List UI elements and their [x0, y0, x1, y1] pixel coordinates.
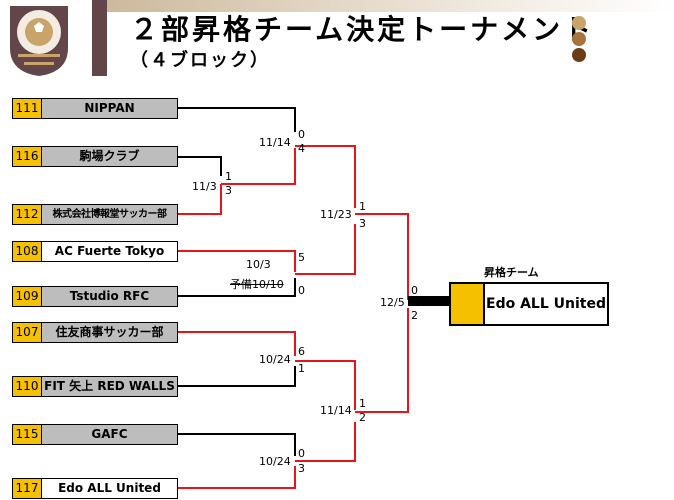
team-name: 住友商事サッカー部 [42, 323, 177, 342]
match-score: 3 [298, 462, 305, 475]
match-score: 0 [298, 447, 305, 460]
match-score: 5 [298, 251, 305, 264]
team-name: AC Fuerte Tokyo [42, 242, 177, 261]
match-date: 12/5 [380, 296, 405, 309]
match-score: 2 [359, 411, 366, 424]
match-score: 2 [411, 309, 418, 322]
page-subtitle: （４ブロック） [130, 50, 270, 71]
winner-name: Edo ALL United [486, 296, 606, 312]
team-number: 111 [13, 99, 42, 118]
team-number: 109 [13, 287, 42, 306]
team-name: NIPPAN [42, 99, 177, 118]
team-slot: 112 株式会社博報堂サッカー部 [12, 204, 178, 225]
team-slot: 117 Edo ALL United [12, 478, 178, 499]
match-score: 1 [359, 200, 366, 213]
match-score: 4 [298, 142, 305, 155]
page-title: ２部昇格チーム決定トーナメント [130, 13, 595, 46]
team-number: 117 [13, 479, 42, 498]
team-number: 112 [13, 205, 42, 224]
league-logo [10, 6, 68, 76]
team-number: 115 [13, 425, 42, 444]
match-score: 0 [411, 284, 418, 297]
team-slot: 110 FIT 矢上 RED WALLS [12, 376, 178, 397]
match-date: 10/3 [246, 258, 271, 271]
match-date: 11/3 [192, 180, 217, 193]
team-name: 株式会社博報堂サッカー部 [42, 205, 177, 224]
match-score: 1 [359, 397, 366, 410]
winner-box: Edo ALL United [449, 282, 609, 326]
header-bar [92, 0, 674, 12]
match-score: 6 [298, 345, 305, 358]
team-slot: 115 GAFC [12, 424, 178, 445]
accent-dot [572, 16, 586, 30]
team-name: Tstudio RFC [42, 287, 177, 306]
match-date: 11/23 [320, 208, 352, 221]
match-score: 0 [298, 128, 305, 141]
team-slot: 116 駒場クラブ [12, 146, 178, 167]
team-name: 駒場クラブ [42, 147, 177, 166]
match-score: 1 [298, 362, 305, 375]
team-name: GAFC [42, 425, 177, 444]
match-score: 1 [225, 170, 232, 183]
match-reserve-date: 予備10/10 [230, 278, 284, 291]
team-name: Edo ALL United [42, 479, 177, 498]
winner-heading: 昇格チーム [484, 266, 539, 279]
match-date: 11/14 [259, 136, 291, 149]
team-slot: 111 NIPPAN [12, 98, 178, 119]
match-date: 11/14 [320, 404, 352, 417]
team-slot: 107 住友商事サッカー部 [12, 322, 178, 343]
match-date: 10/24 [259, 455, 291, 468]
team-number: 107 [13, 323, 42, 342]
match-score: 0 [298, 284, 305, 297]
match-score: 3 [359, 217, 366, 230]
team-slot: 109 Tstudio RFC [12, 286, 178, 307]
header-accent-bar [92, 0, 107, 76]
match-date: 10/24 [259, 353, 291, 366]
match-score: 3 [225, 184, 232, 197]
team-number: 110 [13, 377, 42, 396]
accent-dot [572, 48, 586, 62]
team-name: FIT 矢上 RED WALLS [42, 377, 177, 396]
winner-swatch [451, 284, 485, 324]
team-number: 116 [13, 147, 42, 166]
team-slot: 108 AC Fuerte Tokyo [12, 241, 178, 262]
team-number: 108 [13, 242, 42, 261]
accent-dot [572, 32, 586, 46]
